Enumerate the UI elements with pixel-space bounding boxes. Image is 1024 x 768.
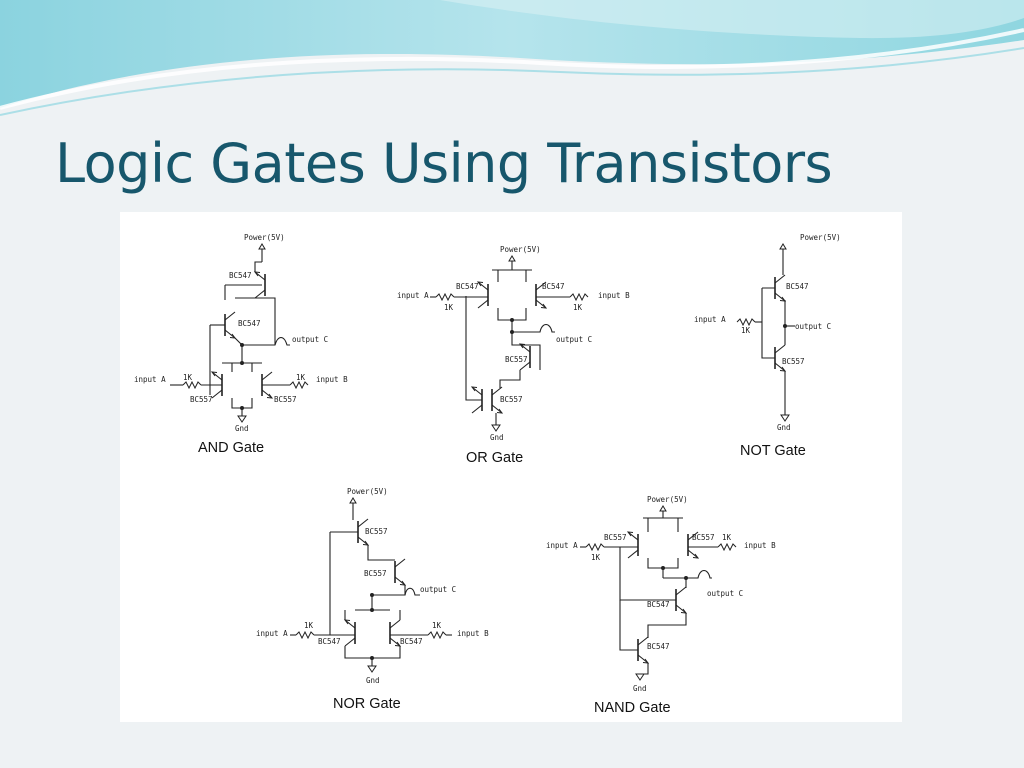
not-input-a-label: input A	[694, 315, 726, 324]
not-output-label: output C	[795, 322, 831, 331]
and-output-label: output C	[292, 335, 328, 344]
and-res-b-label: 1K	[296, 373, 306, 382]
or-res-b-label: 1K	[573, 303, 583, 312]
or-input-a-label: input A	[397, 291, 429, 300]
slide-title: Logic Gates Using Transistors	[55, 132, 833, 195]
not-gnd-label: Gnd	[777, 423, 791, 432]
nor-output-label: output C	[420, 585, 456, 594]
and-t-mid-label: BC547	[238, 319, 261, 328]
nand-t-right-label: BC557	[692, 533, 715, 542]
nor-input-b-label: input B	[457, 629, 489, 638]
and-input-a-label: input A	[134, 375, 166, 384]
not-t-top-label: BC547	[786, 282, 809, 291]
and-t-top-label: BC547	[229, 271, 252, 280]
and-gnd-label: Gnd	[235, 424, 249, 433]
or-gate-caption: OR Gate	[466, 450, 523, 466]
nor-res-a-label: 1K	[304, 621, 314, 630]
nor-power-label: Power(5V)	[347, 487, 388, 496]
and-gate-caption: AND Gate	[198, 440, 264, 456]
circuit-image-panel	[120, 212, 902, 722]
and-t-left-label: BC557	[190, 395, 213, 404]
nand-power-label: Power(5V)	[647, 495, 688, 504]
and-gate-circuit: Power(5V) BC547 BC547 output C input A 1…	[134, 233, 348, 456]
and-t-right-label: BC557	[274, 395, 297, 404]
nand-gate-circuit: Power(5V) BC557 BC557 input A 1K 1K inpu…	[546, 495, 776, 716]
nand-t-mid-label: BC547	[647, 600, 670, 609]
nand-output-label: output C	[707, 589, 743, 598]
or-t-mid-label: BC557	[505, 355, 528, 364]
or-t-right-label: BC547	[542, 282, 565, 291]
nand-gate-caption: NAND Gate	[594, 700, 671, 716]
nor-gnd-label: Gnd	[366, 676, 380, 685]
not-power-label: Power(5V)	[800, 233, 841, 242]
nand-res-b-label: 1K	[722, 533, 732, 542]
nor-t-top-label: BC557	[365, 527, 388, 536]
nand-gnd-label: Gnd	[633, 684, 647, 693]
nor-t-right-label: BC547	[400, 637, 423, 646]
not-gate-circuit: Power(5V) BC547 input A 1K output C BC55…	[694, 233, 841, 459]
not-t-bottom-label: BC557	[782, 357, 805, 366]
not-gate-caption: NOT Gate	[740, 443, 806, 459]
and-power-label: Power(5V)	[244, 233, 285, 242]
or-input-b-label: input B	[598, 291, 630, 300]
or-gate-circuit: Power(5V) BC547 BC547 input A 1K input B…	[397, 245, 630, 466]
nor-gate-caption: NOR Gate	[333, 696, 401, 712]
nand-res-a-label: 1K	[591, 553, 601, 562]
nor-input-a-label: input A	[256, 629, 288, 638]
and-res-a-label: 1K	[183, 373, 193, 382]
nor-gate-circuit: Power(5V) BC557 BC557 output C input A 1…	[256, 487, 489, 712]
or-power-label: Power(5V)	[500, 245, 541, 254]
nand-input-b-label: input B	[744, 541, 776, 550]
or-res-a-label: 1K	[444, 303, 454, 312]
nand-t-bottom-label: BC547	[647, 642, 670, 651]
header-wave-decoration	[0, 0, 1024, 116]
nor-res-b-label: 1K	[432, 621, 442, 630]
nand-input-a-label: input A	[546, 541, 578, 550]
or-t-bottom-label: BC557	[500, 395, 523, 404]
nand-t-left-label: BC557	[604, 533, 627, 542]
and-input-b-label: input B	[316, 375, 348, 384]
nor-t-mid-label: BC557	[364, 569, 387, 578]
or-output-label: output C	[556, 335, 592, 344]
or-t-left-label: BC547	[456, 282, 479, 291]
not-res-a-label: 1K	[741, 326, 751, 335]
or-gnd-label: Gnd	[490, 433, 504, 442]
nor-t-left-label: BC547	[318, 637, 341, 646]
